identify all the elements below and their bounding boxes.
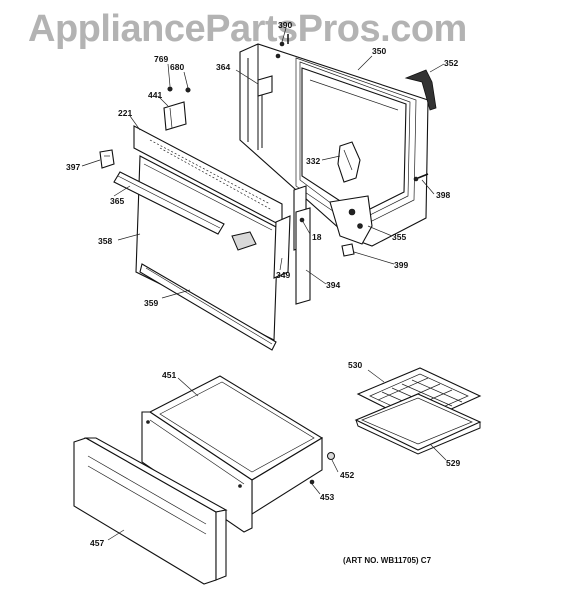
- callout-364: 364: [216, 62, 230, 72]
- screw-part: [413, 173, 429, 182]
- callout-labels: 390 350 352 769 680 364 441 221 397 332 …: [66, 20, 460, 548]
- door-bottom-trim: [139, 263, 277, 351]
- callout-451: 451: [162, 370, 176, 380]
- leader-lines: [81, 27, 447, 541]
- callout-390: 390: [278, 20, 292, 30]
- callout-350: 350: [372, 46, 386, 56]
- callout-221: 221: [118, 108, 132, 118]
- door-clip: [99, 149, 115, 169]
- drawer-box: [141, 375, 324, 533]
- callout-453: 453: [320, 492, 334, 502]
- drawer-roller: [327, 452, 335, 460]
- callout-18: 18: [312, 232, 322, 242]
- callout-332: 332: [306, 156, 320, 166]
- callout-365: 365: [110, 196, 124, 206]
- hinge-bracket: [329, 195, 373, 245]
- watermark-logo: AppliancePartsPros.com: [28, 8, 467, 50]
- door-window-glass: [301, 67, 407, 215]
- callout-452: 452: [340, 470, 354, 480]
- callout-355: 355: [392, 232, 406, 242]
- callout-769: 769: [154, 54, 168, 64]
- callout-398: 398: [436, 190, 450, 200]
- callout-680: 680: [170, 62, 184, 72]
- drawer-front-panel: [73, 437, 228, 585]
- door-side-strip: [273, 215, 291, 279]
- callout-441: 441: [148, 90, 162, 100]
- callout-394: 394: [326, 280, 340, 290]
- callout-397: 397: [66, 162, 80, 172]
- callout-359: 359: [144, 298, 158, 308]
- callout-529: 529: [446, 458, 460, 468]
- drawer-screw: [309, 479, 315, 485]
- door-hinge: [337, 141, 361, 183]
- vent-bracket: [163, 101, 187, 131]
- callout-399: 399: [394, 260, 408, 270]
- roller-part: [341, 243, 355, 257]
- door-side-channel: [293, 185, 311, 305]
- door-gasket: [404, 69, 437, 111]
- art-number-label: (ART NO. WB11705) C7: [343, 556, 432, 565]
- small-fasteners: [167, 86, 191, 93]
- callout-358: 358: [98, 236, 112, 246]
- callout-457: 457: [90, 538, 104, 548]
- door-latch-plate: [231, 231, 257, 251]
- top-screws: [275, 34, 289, 59]
- broiler-pan: [354, 393, 482, 455]
- callout-530: 530: [348, 360, 362, 370]
- vent-baffle: [257, 75, 273, 97]
- door-handle: [113, 171, 225, 235]
- callout-352: 352: [444, 58, 458, 68]
- callout-349: 349: [276, 270, 290, 280]
